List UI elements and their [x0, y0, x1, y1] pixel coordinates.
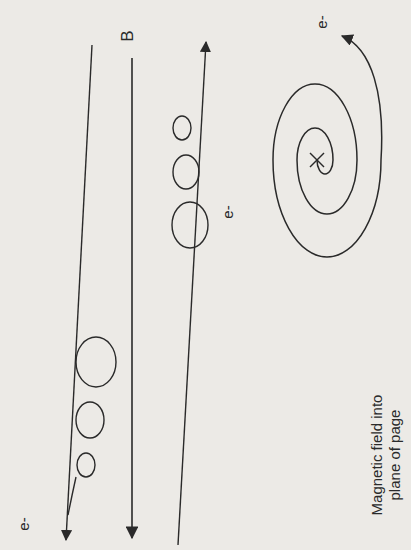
electron-label: e- [15, 517, 33, 530]
helix-loops [68, 337, 116, 515]
electron-label: e- [313, 15, 331, 28]
field-arrow [131, 58, 133, 538]
caption-note: Magnetic field into plane of page [368, 380, 404, 530]
helix-loops [172, 116, 208, 248]
spiral-path [273, 36, 382, 257]
into-page-symbol [310, 153, 324, 167]
electron-path [66, 45, 92, 540]
field-label: B [118, 30, 138, 41]
electron-label: e- [219, 205, 237, 218]
electron-path [178, 42, 206, 545]
